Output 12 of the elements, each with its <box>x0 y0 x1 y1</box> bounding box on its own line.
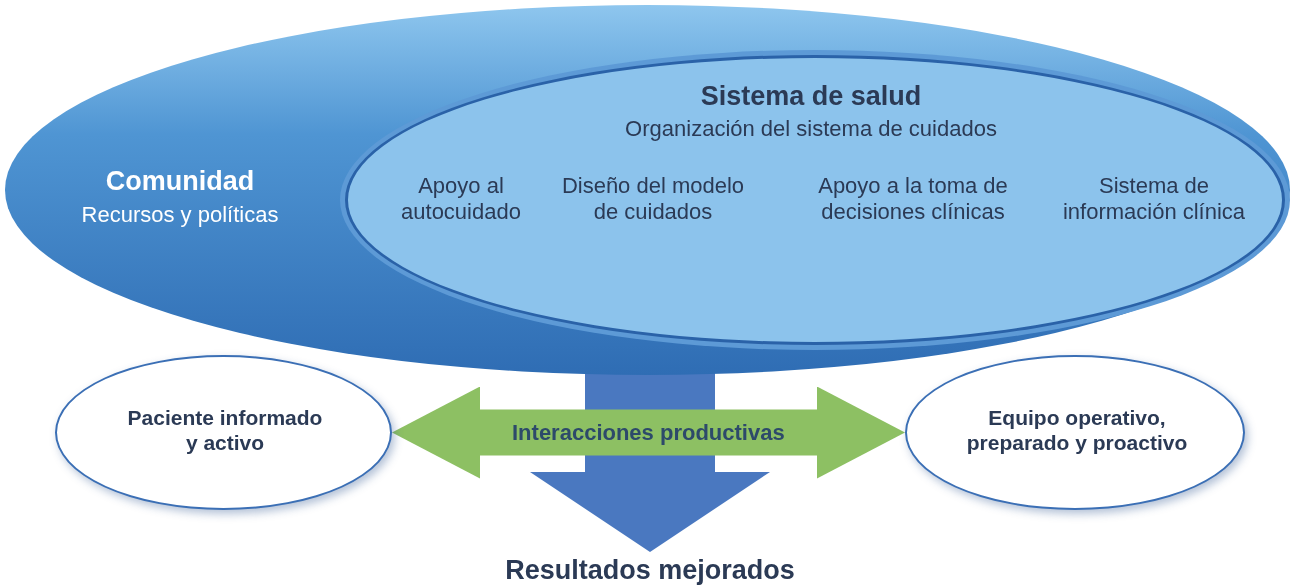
node-label: Paciente informado y activo <box>126 405 324 456</box>
block-arrow <box>392 386 905 479</box>
heading: Comunidad <box>104 165 256 198</box>
node-label: Equipo operativo, preparado y proactivo <box>965 405 1189 456</box>
component-label: Apoyo a la toma de decisiones clínicas <box>817 173 1009 226</box>
subheading: Organización del sistema de cuidados <box>624 116 998 143</box>
node-label: Resultados mejorados <box>504 554 796 587</box>
component-label: Sistema de información clínica <box>1061 173 1247 226</box>
component-label: Apoyo al autocuidado <box>400 173 522 226</box>
subheading: Recursos y políticas <box>80 202 280 229</box>
component-label: Diseño del modelo de cuidados <box>560 173 746 226</box>
heading: Sistema de salud <box>699 80 923 113</box>
